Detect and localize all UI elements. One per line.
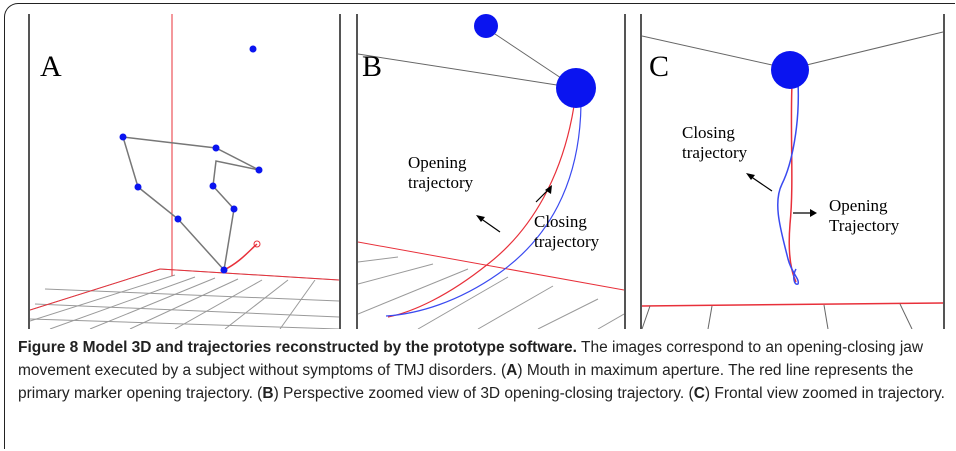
red-axis-b	[358, 241, 624, 291]
figure-caption: Figure 8 Model 3D and trajectories recon…	[18, 336, 948, 405]
opening-label-b-1: Opening	[408, 153, 467, 172]
red-axis-floor-right	[159, 268, 339, 281]
panel-c-letter: C	[649, 50, 669, 83]
marker-c-main	[771, 51, 809, 89]
trajectory-end-marker	[253, 240, 261, 248]
caption-text-4: ) Frontal view zoomed in trajectory.	[704, 385, 945, 402]
closing-arrowhead-b	[545, 185, 552, 194]
panel-b-letter: B	[362, 50, 382, 83]
panel-c: C Closing trajectory Opening Trajectory	[640, 14, 945, 329]
grid-edge-c-right	[789, 31, 943, 70]
figure-frame	[4, 3, 955, 449]
opening-arrowhead-b	[476, 215, 485, 222]
panel-b-3d-model: B Opening trajectory Closing trajectory	[358, 14, 624, 329]
closing-label-b-1: Closing	[534, 212, 587, 231]
panel-a-letter: A	[40, 50, 62, 83]
markers-a	[119, 45, 263, 274]
opening-arrowhead-c	[810, 209, 817, 217]
caption-text-2: ) Mouth in maximum aperture. The red lin…	[18, 362, 914, 402]
panel-c-3d-model: C Closing trajectory Opening Trajectory	[642, 31, 943, 329]
closing-label-b-2: trajectory	[534, 232, 600, 251]
opening-label-c-2: Trajectory	[829, 216, 900, 235]
floor-grid-c	[642, 303, 913, 329]
red-axis-c	[642, 302, 943, 307]
closing-label-c-2: trajectory	[682, 143, 748, 162]
marker-skeleton	[122, 136, 260, 272]
closing-trajectory-b	[385, 103, 582, 317]
panel-a: A	[28, 14, 341, 329]
caption-title: Figure 8 Model 3D and trajectories recon…	[18, 339, 577, 356]
panel-a-3d-model: A	[30, 14, 339, 329]
red-axis-floor	[30, 268, 161, 311]
caption-text-1: The images correspond to an opening-clos…	[18, 339, 924, 379]
closing-arrowhead-c	[746, 173, 755, 180]
caption-ref-c: C	[693, 385, 705, 402]
floor-grid	[30, 268, 339, 329]
opening-trajectory-b	[387, 105, 575, 318]
closing-arrow-c	[749, 175, 773, 192]
caption-ref-a: A	[506, 362, 518, 379]
marker-b-main	[556, 68, 596, 108]
opening-label-c-1: Opening	[829, 196, 888, 215]
opening-label-b-2: trajectory	[408, 173, 474, 192]
opening-arrow-b	[479, 217, 501, 233]
caption-text-3: ) Perspective zoomed view of 3D opening-…	[273, 385, 694, 402]
opening-trajectory-a	[223, 243, 258, 271]
caption-ref-b: B	[262, 385, 274, 402]
grid-edge-b	[358, 53, 577, 89]
floor-grid-b	[358, 256, 624, 329]
marker-b-top	[474, 14, 498, 38]
grid-edge-c-left	[642, 35, 791, 70]
panel-b: B Opening trajectory Closing trajectory	[356, 14, 626, 329]
closing-trajectory-c	[777, 81, 800, 285]
opening-trajectory-c	[788, 83, 797, 283]
closing-label-c-1: Closing	[682, 123, 735, 142]
